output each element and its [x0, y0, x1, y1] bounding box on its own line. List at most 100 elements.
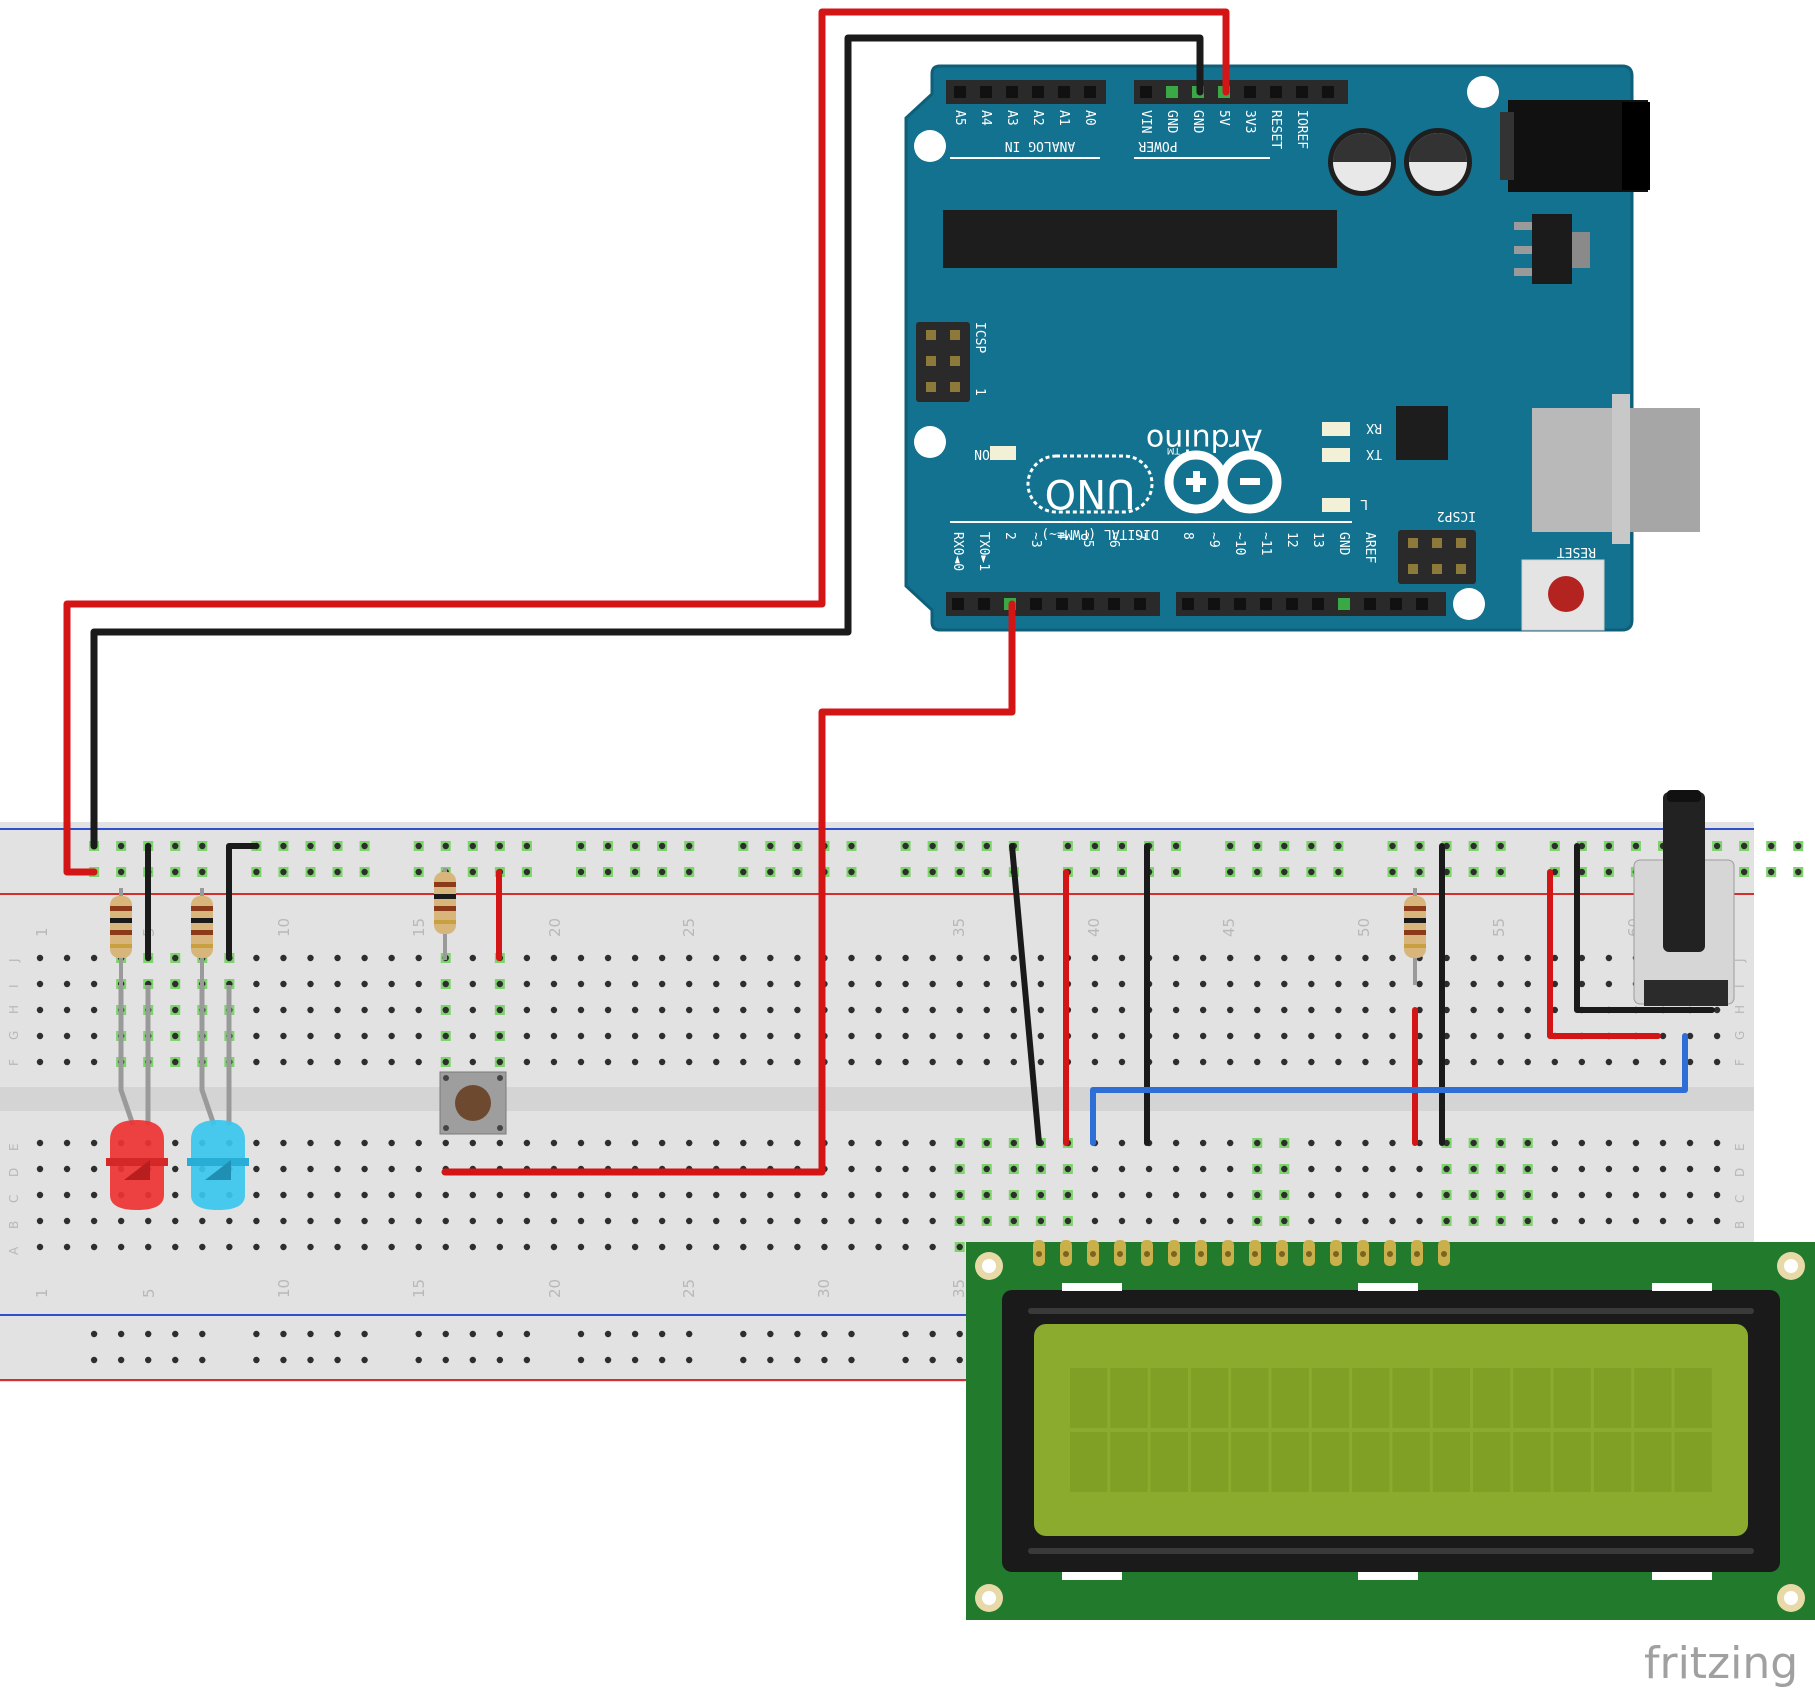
lcd-pin-hole [1279, 1251, 1285, 1257]
breadboard-hole [523, 1243, 531, 1251]
breadboard-hole [686, 868, 693, 876]
breadboard-hole [1470, 954, 1477, 962]
breadboard-hole [1118, 868, 1126, 876]
breadboard-hole [1632, 842, 1640, 850]
row-letter: G [1733, 1031, 1747, 1040]
breadboard-hole [1632, 1139, 1640, 1147]
breadboard-hole [740, 1058, 747, 1066]
breadboard-hole [307, 1243, 314, 1251]
breadboard-hole [1659, 1165, 1667, 1173]
breadboard-hole [469, 1330, 476, 1338]
breadboard-hole [253, 1243, 260, 1251]
breadboard-hole [875, 1139, 882, 1147]
reset-button [1521, 559, 1605, 631]
breadboard-hole [172, 1139, 179, 1147]
breadboard-hole [902, 1356, 909, 1364]
breadboard-hole [1416, 980, 1423, 988]
wire-gnd-black [90, 34, 1204, 850]
breadboard-hole [713, 980, 720, 988]
header-pins [954, 86, 1334, 98]
breadboard-hole [1172, 1217, 1180, 1225]
breadboard-hole [63, 1032, 71, 1040]
breadboard-hole [442, 1217, 449, 1225]
breadboard-hole [1227, 1139, 1234, 1147]
breadboard-hole [848, 1032, 855, 1040]
breadboard-hole [740, 1356, 747, 1364]
breadboard-hole [63, 1243, 71, 1251]
breadboard-hole [740, 842, 747, 850]
breadboard-hole [90, 1006, 98, 1014]
breadboard-hole [740, 1217, 747, 1225]
breadboard-hole [1632, 1217, 1640, 1225]
breadboard-hole [577, 1058, 585, 1066]
lcd-pin-hole [1171, 1251, 1177, 1257]
breadboard-hole [1686, 1032, 1694, 1040]
lcd-character-cell [1190, 1368, 1229, 1428]
breadboard-hole [1470, 842, 1477, 850]
column-number: 15 [410, 1279, 428, 1298]
breadboard-hole [1524, 1139, 1531, 1147]
pin-label: A2 [1030, 110, 1045, 126]
breadboard-hole [767, 1032, 774, 1040]
breadboard-hole [686, 1356, 693, 1364]
breadboard-hole [794, 1139, 801, 1147]
breadboard-hole [1227, 1165, 1234, 1173]
column-number: 30 [815, 1279, 833, 1298]
breadboard-hole [658, 1330, 666, 1338]
analog-in-label: ANALOG IN [1005, 138, 1075, 153]
breadboard-hole [36, 1243, 44, 1251]
header-pin [1312, 598, 1324, 610]
breadboard-hole [794, 1330, 801, 1338]
breadboard-hole [929, 868, 936, 876]
breadboard-hole [1227, 980, 1234, 988]
column-number: 1 [33, 1288, 51, 1298]
breadboard-hole [496, 1032, 504, 1040]
breadboard-hole [388, 954, 395, 962]
icsp-label: ICSP [972, 322, 987, 353]
breadboard-hole [1389, 1165, 1396, 1173]
icsp-header [916, 322, 970, 402]
breadboard-hole [713, 1191, 720, 1199]
breadboard-hole [767, 1191, 774, 1199]
breadboard-hole [1145, 1191, 1153, 1199]
breadboard-hole [469, 1356, 476, 1364]
pin-label: RESET [1268, 110, 1283, 149]
breadboard-hole [415, 1356, 422, 1364]
header-pin [1270, 86, 1282, 98]
breadboard-hole [902, 1217, 909, 1225]
breadboard-hole [388, 1191, 395, 1199]
breadboard-hole [875, 1165, 882, 1173]
breadboard-hole [469, 1006, 476, 1014]
breadboard-hole [172, 954, 179, 962]
breadboard-hole [36, 954, 44, 962]
breadboard-hole [1091, 868, 1099, 876]
lcd-character-cell [1190, 1432, 1229, 1492]
breadboard-hole [334, 1006, 341, 1014]
breadboard-hole [577, 980, 585, 988]
breadboard-hole [1335, 1165, 1342, 1173]
breadboard-hole [253, 1356, 260, 1364]
breadboard-hole [848, 1243, 855, 1251]
breadboard-hole [442, 1330, 449, 1338]
breadboard-hole [334, 1058, 341, 1066]
usb-interface-chip [1396, 406, 1448, 460]
wire-gnd-led2 [226, 843, 259, 961]
breadboard-hole [1578, 868, 1586, 876]
lcd-character-cell [1392, 1432, 1430, 1492]
breadboard-hole [415, 1330, 422, 1338]
breadboard-hole [956, 980, 963, 988]
breadboard-hole [956, 1139, 963, 1147]
breadboard-hole [523, 1217, 531, 1225]
usb-port [1532, 394, 1700, 544]
breadboard-hole [1470, 1058, 1477, 1066]
breadboard-hole [713, 1058, 720, 1066]
breadboard-hole [469, 954, 476, 962]
lcd-character-cell [1473, 1432, 1511, 1492]
lcd-character-cell [1513, 1368, 1551, 1428]
breadboard-hole [388, 1243, 395, 1251]
breadboard-hole [1227, 1191, 1234, 1199]
header-pin [1416, 598, 1428, 610]
breadboard-hole [686, 1330, 693, 1338]
breadboard-hole [1443, 1165, 1450, 1173]
breadboard-hole [307, 1058, 314, 1066]
